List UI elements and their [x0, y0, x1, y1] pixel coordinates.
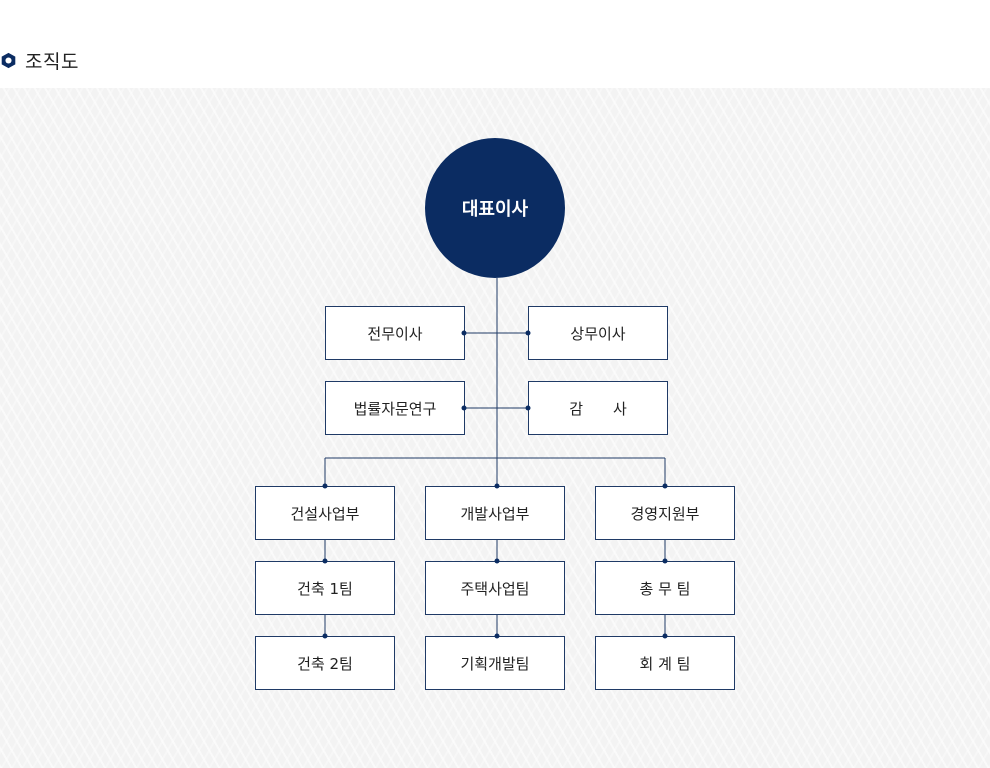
- page-title: 조직도: [25, 50, 79, 73]
- connector-dot: [525, 330, 531, 336]
- connector-dot: [494, 558, 500, 564]
- connector-dot: [322, 558, 328, 564]
- team-node: 건축 1팀: [255, 561, 395, 615]
- connector-lines: [324, 278, 666, 636]
- connector-dot: [662, 633, 668, 639]
- auditor-node: 감 사: [528, 381, 668, 435]
- team-node: 회 계 팀: [595, 636, 735, 690]
- connector-dot: [322, 633, 328, 639]
- section-header: 조직도: [0, 44, 79, 76]
- connector-dot: [494, 633, 500, 639]
- team-node: 기획개발팀: [425, 636, 565, 690]
- connector-dot: [322, 483, 328, 489]
- team-node: 총 무 팀: [595, 561, 735, 615]
- construction-division-node: 건설사업부: [255, 486, 395, 540]
- senior-director-node: 상무이사: [528, 306, 668, 360]
- development-division-node: 개발사업부: [425, 486, 565, 540]
- connector-dot: [461, 405, 467, 411]
- ceo-node: 대표이사: [425, 138, 565, 278]
- org-chart: 대표이사 전무이사 상무이사 법률자문연구 감 사 건설사업부 개발사업부 경영…: [0, 88, 990, 768]
- legal-research-node: 법률자문연구: [325, 381, 465, 435]
- hexagon-icon: [1, 52, 16, 68]
- team-node: 주택사업팀: [425, 561, 565, 615]
- managing-director-node: 전무이사: [325, 306, 465, 360]
- connector-dot: [494, 483, 500, 489]
- team-node: 건축 2팀: [255, 636, 395, 690]
- connector-dot: [525, 405, 531, 411]
- connector-dot: [662, 483, 668, 489]
- connector-dot: [662, 558, 668, 564]
- connector-dot: [461, 330, 467, 336]
- management-support-division-node: 경영지원부: [595, 486, 735, 540]
